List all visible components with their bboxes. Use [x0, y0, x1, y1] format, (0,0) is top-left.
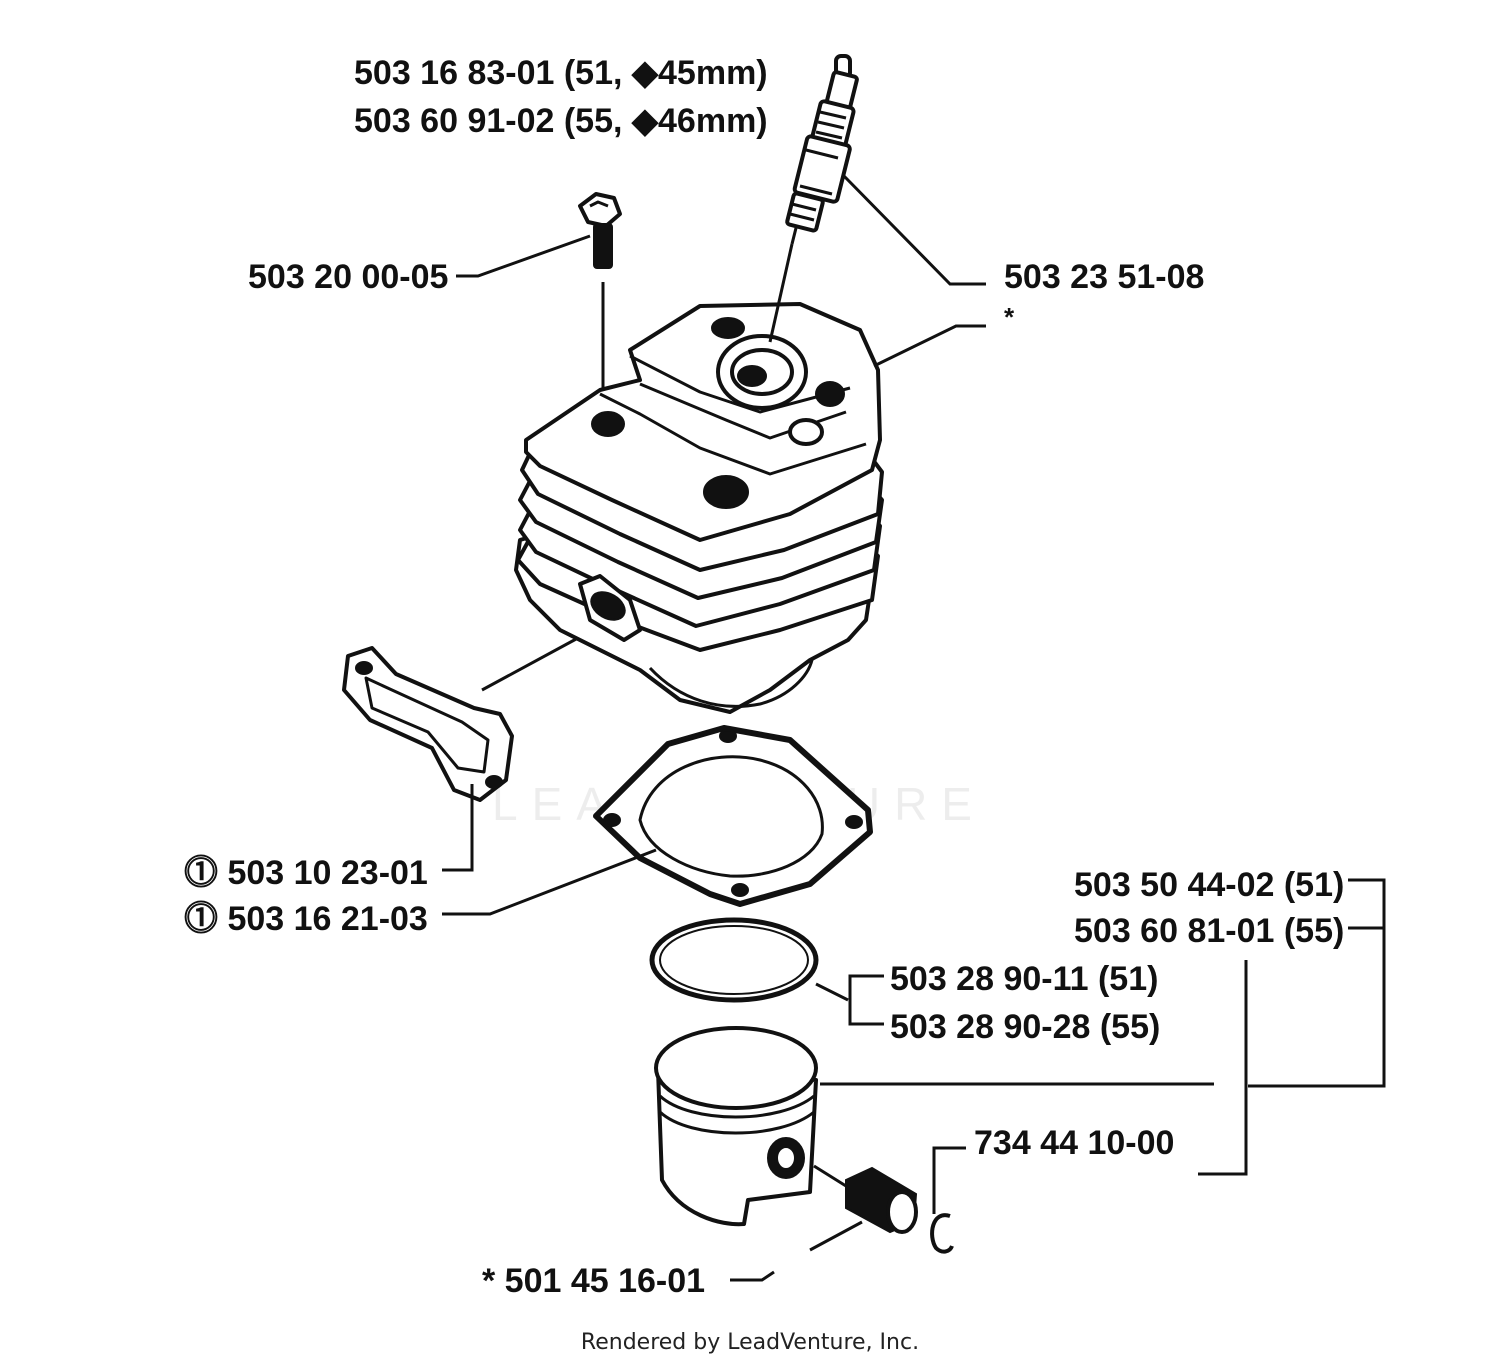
part-label-piston-kit-55: 503 60 81-01 (55)	[1074, 912, 1344, 950]
part-label-gasket-base: ⓵ 503 16 21-03	[184, 900, 428, 938]
part-label-spark-plug: 503 23 51-08	[1004, 258, 1204, 296]
part-label-spark-plug-55: 503 60 91-02 (55, ◆46mm)	[354, 102, 768, 140]
base-gasket-drawing	[593, 725, 873, 907]
piston-drawing	[654, 1026, 818, 1227]
part-label-cylinder-note: *	[1004, 302, 1015, 332]
cylinder-drawing	[514, 243, 884, 714]
piston-ring-drawing	[649, 917, 819, 1003]
part-label-piston-kit-51: 503 50 44-02 (51)	[1074, 866, 1344, 904]
part-label-circlip: 734 44 10-00	[974, 1124, 1174, 1162]
cylinder-screw-drawing	[578, 192, 622, 398]
part-label-piston-ring-55: 503 28 90-28 (55)	[890, 1008, 1160, 1046]
part-label-spark-plug-51: 503 16 83-01 (51, ◆45mm)	[354, 54, 768, 92]
leader-lines	[442, 174, 1386, 1282]
part-label-cylinder-screw: 503 20 00-05	[248, 258, 448, 296]
circlip-drawing	[930, 1213, 954, 1254]
footer-credit: Rendered by LeadVenture, Inc.	[580, 1330, 920, 1355]
part-label-needle-bearing: * 501 45 16-01	[482, 1262, 705, 1300]
spark-plug-drawing	[785, 54, 859, 245]
exhaust-gasket-drawing	[342, 636, 579, 802]
needle-bearing-drawing	[809, 1164, 918, 1252]
part-labels: 503 16 83-01 (51, ◆45mm) 503 60 91-02 (5…	[184, 54, 1344, 1300]
part-label-gasket-exhaust: ⓵ 503 10 23-01	[184, 854, 428, 892]
part-label-piston-ring-51: 503 28 90-11 (51)	[890, 960, 1158, 998]
